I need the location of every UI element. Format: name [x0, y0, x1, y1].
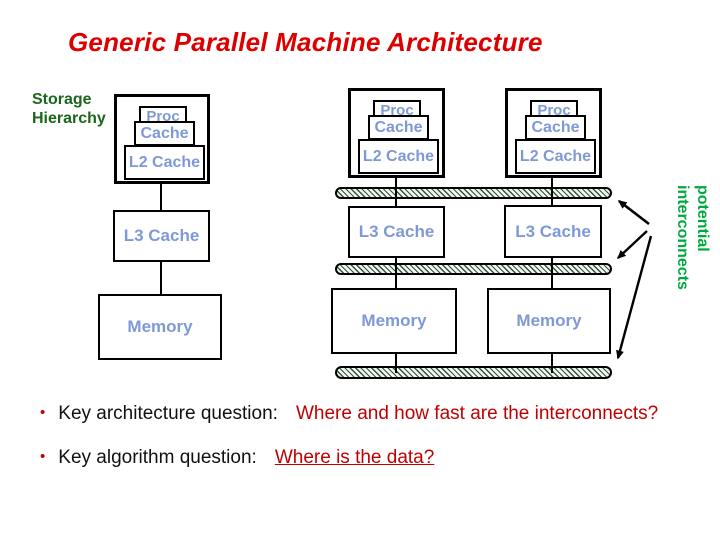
interconnect-bar-2 [335, 263, 612, 275]
l2-cache-box-1: L2 Cache [124, 145, 205, 180]
arrow-to-interconnect-2 [616, 230, 648, 260]
memory-box-3: Memory [487, 288, 611, 354]
bullet-algorithm-question: • Key algorithm question: Where is the dat… [40, 447, 434, 469]
bullet-2-highlight: Where is the data? [274, 447, 435, 468]
bullet-2-prefix: Key algorithm question: [58, 447, 257, 468]
l2-cache-box-2: L2 Cache [358, 139, 439, 174]
storage-label-line2: Hierarchy [32, 110, 106, 127]
cache-box-2: Cache [368, 115, 429, 140]
l3-cache-box-3: L3 Cache [504, 205, 602, 258]
cache-box-3: Cache [525, 115, 586, 140]
connector-column-3 [551, 177, 553, 373]
interconnect-bar-1 [335, 187, 612, 199]
slide-title: Generic Parallel Machine Architecture [68, 27, 543, 57]
proc-group-2: Proc Cache L2 Cache [348, 88, 445, 178]
interconnect-label-line2: interconnects [674, 185, 691, 290]
interconnect-bar-3 [335, 366, 612, 379]
arrow-to-interconnect-3 [616, 235, 653, 360]
memory-box-1: Memory [98, 294, 222, 360]
l2-cache-box-3: L2 Cache [515, 139, 596, 174]
l3-cache-box-2: L3 Cache [348, 206, 445, 258]
cache-box-1: Cache [134, 121, 195, 146]
interconnect-label-line1: potential [694, 185, 711, 252]
memory-box-2: Memory [331, 288, 457, 354]
l3-cache-box-1: L3 Cache [113, 210, 210, 262]
bullet-marker: • [40, 404, 46, 421]
bullet-1-highlight: Where and how fast are the interconnects… [295, 403, 659, 424]
storage-hierarchy-label: Storage Hierarchy [32, 90, 106, 128]
bullet-1-prefix: Key architecture question: [58, 403, 278, 424]
bullet-architecture-question: • Key architecture question: Where and how… [40, 403, 658, 425]
connector-column-2 [395, 177, 397, 373]
potential-interconnects-label: potential interconnects [672, 185, 712, 311]
storage-label-line1: Storage [32, 91, 92, 108]
arrow-to-interconnect-1 [617, 199, 650, 226]
proc-group-1: Proc Cache L2 Cache [114, 94, 210, 184]
proc-group-3: Proc Cache L2 Cache [505, 88, 602, 178]
bullet-marker: • [40, 448, 46, 465]
